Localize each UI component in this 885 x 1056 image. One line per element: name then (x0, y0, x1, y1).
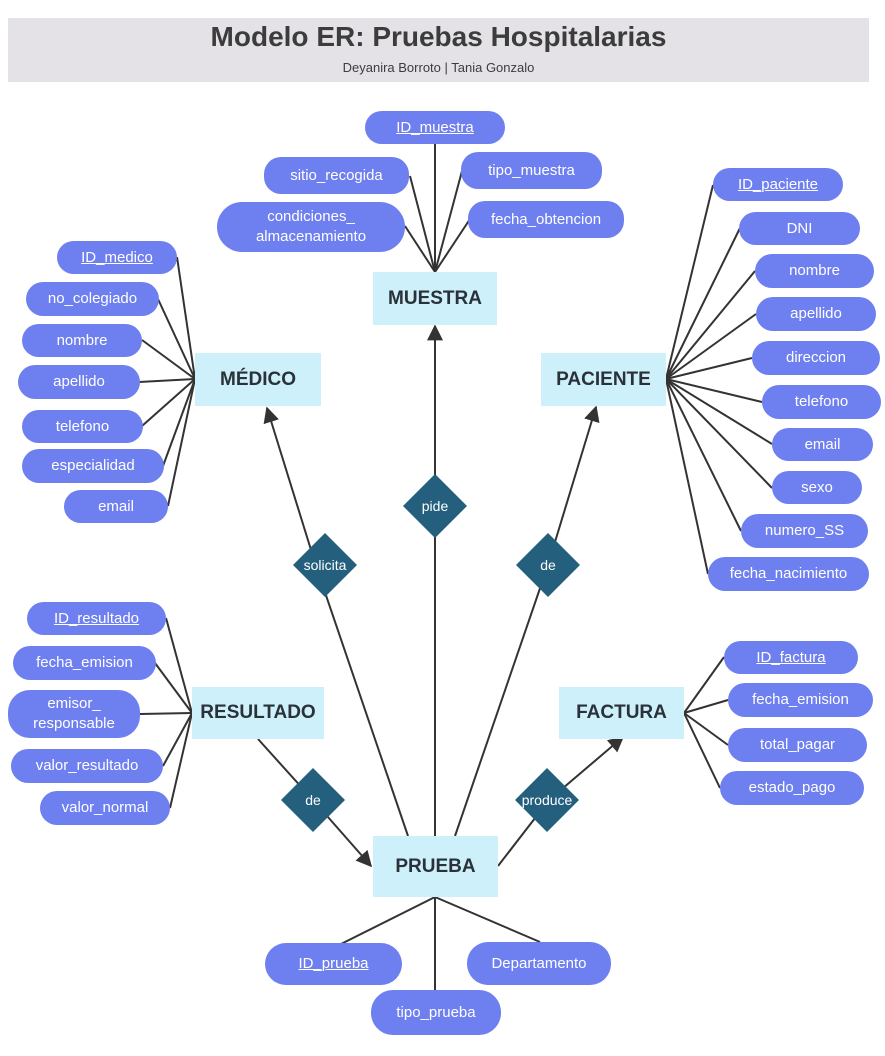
relationship-diamond (516, 533, 580, 597)
attr-telefono-paciente[interactable]: telefono (762, 385, 881, 419)
attr-estado-pago[interactable]: estado_pago (720, 771, 864, 805)
attr-fecha-emision-resultado[interactable]: fecha_emision (13, 646, 156, 680)
attr-numero-ss[interactable]: numero_SS (741, 514, 868, 548)
relationship-diamond (281, 768, 345, 832)
relationship-label: de (540, 557, 556, 573)
relationship-label: produce (521, 792, 573, 808)
attr-nombre-medico[interactable]: nombre (22, 324, 142, 357)
entity-medico[interactable]: MÉDICO (195, 353, 321, 406)
attr-fecha-nacimiento[interactable]: fecha_nacimiento (708, 557, 869, 591)
entity-prueba[interactable]: PRUEBA (373, 836, 498, 897)
attr-fecha-obtencion[interactable]: fecha_obtencion (468, 201, 624, 238)
attr-sexo[interactable]: sexo (772, 471, 862, 504)
entity-muestra[interactable]: MUESTRA (373, 272, 497, 325)
diagram-header: Modelo ER: Pruebas Hospitalarias Deyanir… (8, 18, 869, 82)
attr-tipo-prueba[interactable]: tipo_prueba (371, 990, 501, 1035)
diagram-title: Modelo ER: Pruebas Hospitalarias (210, 21, 667, 52)
attr-no-colegiado[interactable]: no_colegiado (26, 282, 159, 316)
attr-tipo-muestra[interactable]: tipo_muestra (461, 152, 602, 189)
relationship-diamond (403, 474, 467, 538)
attr-especialidad[interactable]: especialidad (22, 449, 164, 483)
attr-fecha-emision-factura[interactable]: fecha_emision (728, 683, 873, 717)
relationship-label: solicita (303, 557, 347, 573)
relationship-label: pide (421, 498, 449, 514)
entity-paciente[interactable]: PACIENTE (541, 353, 666, 406)
attr-id-paciente[interactable]: ID_paciente (713, 168, 843, 201)
attr-id-factura[interactable]: ID_factura (724, 641, 858, 674)
attr-id-prueba[interactable]: ID_prueba (265, 943, 402, 985)
diagram-authors: Deyanira Borroto | Tania Gonzalo (342, 60, 535, 75)
attr-valor-normal[interactable]: valor_normal (40, 791, 170, 825)
entity-resultado[interactable]: RESULTADO (192, 687, 324, 739)
attr-sitio-recogida[interactable]: sitio_recogida (264, 157, 409, 194)
relationship-diamond (293, 533, 357, 597)
attr-total-pagar[interactable]: total_pagar (728, 728, 867, 762)
relationship-diamond (515, 768, 579, 832)
attr-email-medico[interactable]: email (64, 490, 168, 523)
relationship-label: de (305, 792, 321, 808)
attr-id-resultado[interactable]: ID_resultado (27, 602, 166, 635)
attr-direccion[interactable]: direccion (752, 341, 880, 375)
attr-emisor-responsable[interactable]: emisor_ responsable (8, 690, 140, 738)
attr-telefono-medico[interactable]: telefono (22, 410, 143, 443)
attr-dni[interactable]: DNI (739, 212, 860, 245)
attr-id-muestra[interactable]: ID_muestra (365, 111, 505, 144)
attr-id-medico[interactable]: ID_medico (57, 241, 177, 274)
attr-departamento[interactable]: Departamento (467, 942, 611, 985)
attr-valor-resultado[interactable]: valor_resultado (11, 749, 163, 783)
attr-condiciones-almacenamiento[interactable]: condiciones_ almacenamiento (217, 202, 405, 252)
attr-nombre-paciente[interactable]: nombre (755, 254, 874, 288)
attr-email-paciente[interactable]: email (772, 428, 873, 461)
attr-apellido-paciente[interactable]: apellido (756, 297, 876, 331)
entity-factura[interactable]: FACTURA (559, 687, 684, 739)
attr-apellido-medico[interactable]: apellido (18, 365, 140, 399)
